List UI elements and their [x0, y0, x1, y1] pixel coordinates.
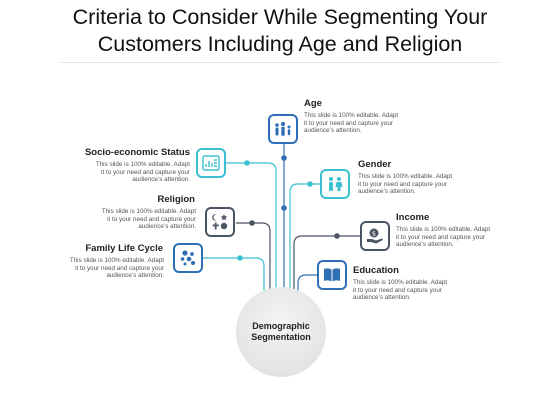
connector-education [297, 274, 317, 300]
connector-dot-religion [249, 220, 255, 226]
connector-dot-gender [307, 181, 313, 187]
item-desc-line: This slide is 100% editable. Adapt [304, 112, 399, 119]
connector-dot-age [281, 155, 287, 161]
family-icon [268, 114, 298, 144]
title-divider [60, 62, 500, 63]
connector-family [203, 257, 265, 300]
center-hub: Demographic Segmentation [236, 287, 326, 377]
item-desc-gender: This slide is 100% editable. Adapt it to… [358, 173, 452, 196]
item-desc-line: audience’s attention. [138, 223, 196, 231]
item-title-education: Education [353, 265, 399, 276]
item-desc-line: it to your need and capture your [396, 233, 485, 241]
item-desc-line: audience’s attention. [353, 294, 411, 302]
item-desc-line: audience’s attention. [396, 241, 454, 249]
connector-income [293, 235, 360, 300]
item-desc-line: This slide is 100% editable. Adapt [95, 161, 190, 168]
item-desc-line: it to your need and capture your [101, 168, 190, 176]
religion-symbols-icon [205, 207, 235, 237]
item-desc-line: This slide is 100% editable. Adapt [353, 279, 448, 286]
item-title-religion: Religion [157, 194, 195, 205]
item-title-gender: Gender [358, 159, 392, 170]
item-desc-line: This slide is 100% editable. Adapt [101, 208, 196, 215]
item-desc-line: audience’s attention. [106, 272, 164, 280]
title-line-2: Customers Including Age and Religion [97, 32, 463, 56]
item-desc-line: audience’s attention. [304, 127, 362, 135]
item-desc-income: This slide is 100% editable. Adapt it to… [396, 226, 490, 249]
connector-dot-education [281, 205, 287, 211]
item-desc-line: This slide is 100% editable. Adapt [358, 173, 453, 180]
center-label-line-1: Demographic [252, 321, 310, 331]
item-title-income: Income [396, 212, 430, 223]
center-label-line-2: Segmentation [251, 332, 311, 342]
item-desc-socio: This slide is 100% editable. Adapt it to… [60, 161, 190, 184]
item-desc-religion: This slide is 100% editable. Adapt it to… [70, 208, 196, 231]
item-desc-line: it to your need and capture your [107, 215, 196, 223]
connector-gender [289, 183, 320, 300]
item-desc-line: audience’s attention. [132, 176, 190, 184]
item-desc-line: audience’s attention. [358, 188, 416, 196]
item-desc-line: it to your need and capture your [353, 286, 442, 294]
money-hand-icon: $ [360, 221, 390, 251]
connector-dot-income [334, 233, 340, 239]
item-title-age: Age [304, 98, 322, 109]
item-desc-line: it to your need and capture your [75, 264, 164, 272]
item-desc-line: This slide is 100% editable. Adapt [69, 257, 164, 264]
slide-title: Criteria to Consider While Segmenting Yo… [0, 4, 560, 58]
title-line-1: Criteria to Consider While Segmenting Yo… [72, 5, 488, 29]
item-desc-line: it to your need and capture your [358, 180, 447, 188]
connector-dot-socio [244, 160, 250, 166]
life-cycle-icon [173, 243, 203, 273]
item-title-family: Family Life Cycle [85, 243, 163, 254]
chart-document-icon [196, 148, 226, 178]
connector-socio [226, 162, 277, 300]
item-desc-education: This slide is 100% editable. Adapt it to… [353, 279, 447, 302]
item-desc-line: This slide is 100% editable. Adapt [396, 226, 491, 233]
connector-dot-family [237, 255, 243, 261]
gender-icon [320, 169, 350, 199]
item-desc-line: it to your need and capture your [304, 119, 393, 127]
connector-religion [236, 222, 271, 300]
item-desc-family: This slide is 100% editable. Adapt it to… [40, 257, 164, 280]
item-desc-age: This slide is 100% editable. Adapt it to… [304, 112, 398, 135]
book-icon [317, 260, 347, 290]
item-title-socio: Socio-economic Status [84, 147, 190, 158]
svg-text:$: $ [372, 229, 376, 237]
